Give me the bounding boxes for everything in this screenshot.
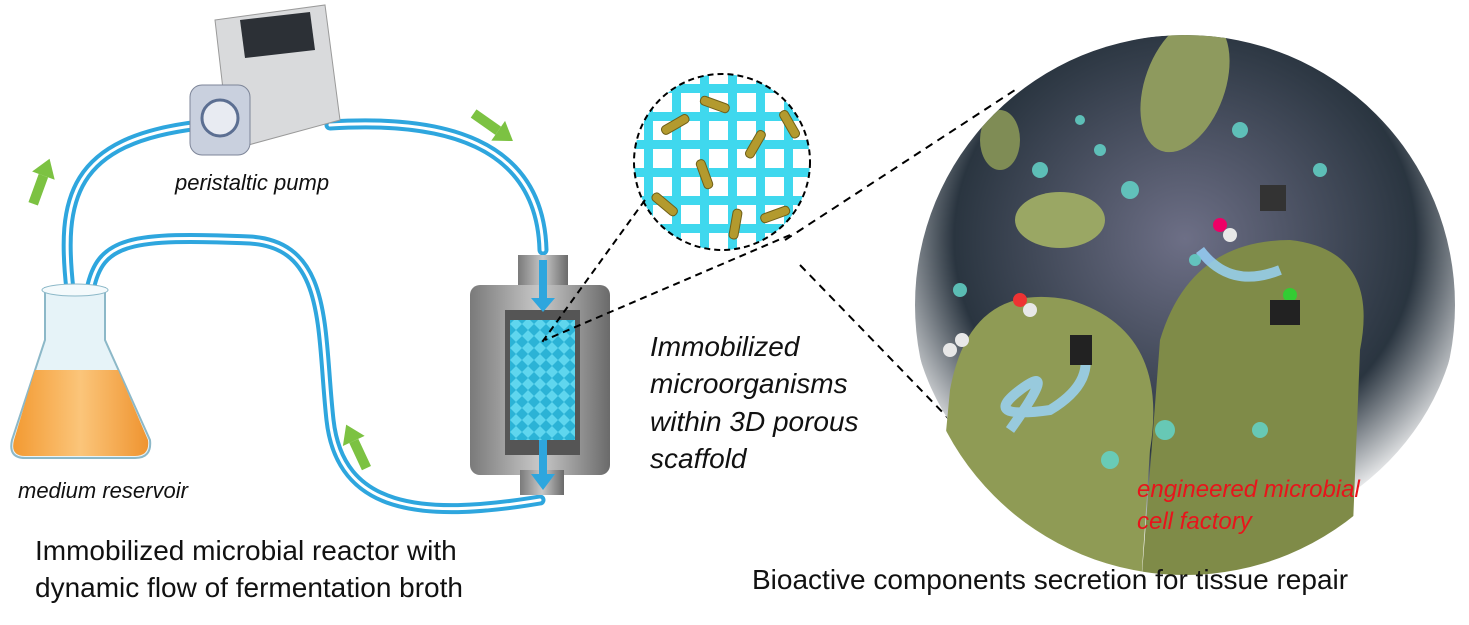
medium-reservoir-flask (10, 283, 152, 459)
scaffold-label-line: scaffold (650, 443, 748, 474)
left-caption-line: Immobilized microbial reactor with (35, 535, 457, 566)
arrow-up-left (28, 158, 55, 206)
molecule (943, 218, 1297, 357)
reservoir-label: medium reservoir (18, 478, 190, 503)
peristaltic-pump (189, 4, 341, 156)
arrow-up-mid (342, 424, 371, 471)
cell-factory-label-line: cell factory (1137, 508, 1254, 535)
left-caption-line: dynamic flow of fermentation broth (35, 572, 463, 603)
cell-factory-illustration (784, 35, 1455, 575)
arrow-right-top (470, 109, 513, 142)
cell-factory-label: engineered microbial cell factory (1137, 476, 1360, 535)
right-caption: Bioactive components secretion for tissu… (752, 564, 1348, 595)
pump-label: peristaltic pump (174, 170, 329, 195)
cell-factory-label-line: engineered microbial (1137, 476, 1360, 503)
bioreactor (470, 255, 610, 495)
scaffold-zoom-circle (539, 73, 811, 346)
scaffold-label-line: within 3D porous (650, 406, 859, 437)
scaffold-label-line: microorganisms (650, 368, 848, 399)
scaffold-label-line: Immobilized (650, 331, 801, 362)
flow-arrows (28, 109, 513, 471)
scaffold-label: Immobilized microorganisms within 3D por… (650, 331, 859, 474)
tubing (61, 118, 549, 515)
left-caption: Immobilized microbial reactor with dynam… (35, 535, 463, 603)
